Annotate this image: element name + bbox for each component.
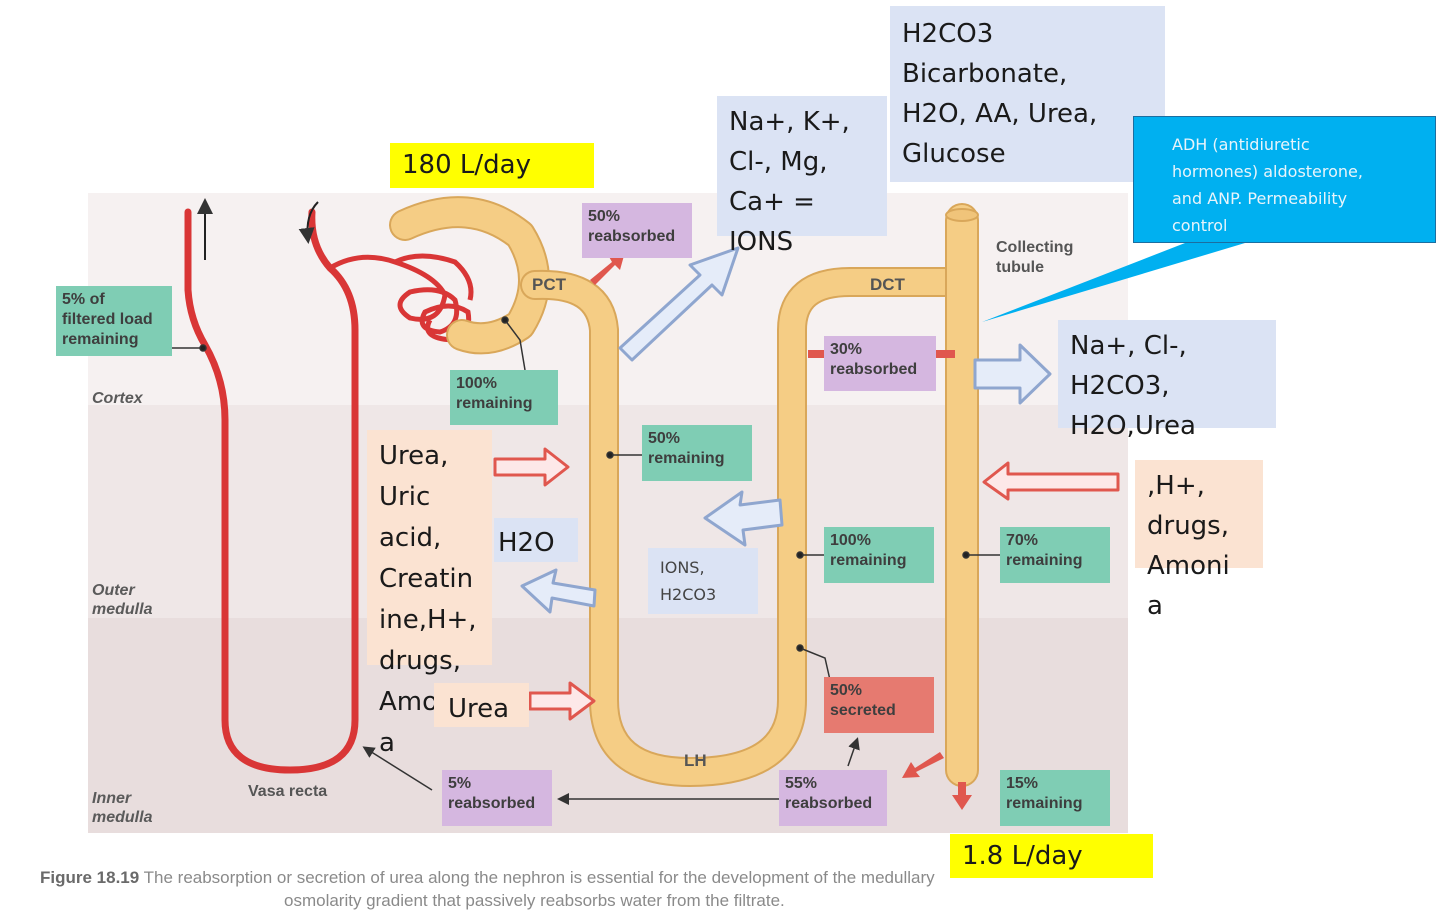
dct-label: DCT xyxy=(870,275,905,294)
tag-pct-reabsorbed: 50% reabsorbed xyxy=(582,203,692,258)
ions-box: Na+, K+, Cl-, Mg, Ca+ = IONS xyxy=(717,96,887,257)
inner-medulla-label: Inner medulla xyxy=(92,790,153,826)
outer-medulla-label: Outer medulla xyxy=(92,582,153,618)
pct-label: PCT xyxy=(532,275,566,294)
desc-out-arrow xyxy=(520,568,597,614)
leader-lines xyxy=(165,316,1000,805)
dct-out-arrow xyxy=(973,343,1052,405)
caption-text-2: osmolarity gradient that passively reabs… xyxy=(284,891,785,910)
urea-label: Urea xyxy=(434,683,529,727)
flow-out-label: 1.8 L/day xyxy=(950,834,1153,878)
tag-desc-remaining: 50% remaining xyxy=(642,425,752,481)
pct-absorbed-box: H2CO3 Bicarbonate, H2O, AA, Urea, Glucos… xyxy=(890,6,1165,182)
tubule xyxy=(389,196,979,787)
tag-pct-remaining: 100% remaining xyxy=(450,370,558,425)
urea-in-arrow-1 xyxy=(493,447,570,487)
vasa-recta-label: Vasa recta xyxy=(248,783,328,800)
pct-secreted-box: Urea, Uric acid, Creatin ine,H+, drugs, … xyxy=(367,430,492,758)
tag-ct-remaining: 70% remaining xyxy=(1000,527,1110,583)
vessel-arrows xyxy=(197,198,319,260)
tag-lh-reabsorbed-5: 5% reabsorbed xyxy=(442,770,552,826)
flow-in-label: 180 L/day xyxy=(390,143,594,188)
caption-text: The reabsorption or secretion of urea al… xyxy=(143,868,935,887)
collecting-tubule-label: Collecting tubule xyxy=(996,239,1074,276)
figure-caption: Figure 18.19 The reabsorption or secreti… xyxy=(40,866,1150,912)
cortex-label: Cortex xyxy=(92,390,143,407)
urea-in-arrow-2 xyxy=(528,681,596,721)
ct-secreted-box: ,H+, drugs, Amoni a xyxy=(1135,460,1263,621)
pct-out-arrow xyxy=(618,246,740,362)
adh-callout-pointer xyxy=(982,243,1245,322)
ct-in-arrow xyxy=(982,461,1120,501)
lh-label: LH xyxy=(684,751,707,770)
tag-final-remaining: 15% remaining xyxy=(1000,770,1110,826)
dct-out-box: Na+, Cl-, H2CO3, H2O,Urea xyxy=(1058,320,1276,441)
h2o-label: H2O xyxy=(494,518,578,562)
tag-asc-remaining: 100% remaining xyxy=(824,527,934,583)
ions-h2co3-label: IONS, H2CO3 xyxy=(648,548,758,614)
tag-dct-reabsorbed: 30% reabsorbed xyxy=(824,336,936,391)
vasa-recta-vessel xyxy=(184,208,359,774)
tag-filtered-load: 5% of filtered load remaining xyxy=(56,286,172,356)
outline-arrows xyxy=(493,246,1120,721)
adh-callout: ADH (antidiuretic hormones) aldosterone,… xyxy=(1133,116,1436,243)
tag-secreted: 50% secreted xyxy=(824,677,934,733)
asc-out-arrow xyxy=(703,490,784,547)
caption-label: Figure 18.19 xyxy=(40,868,140,887)
tag-lh-reabsorbed-55: 55% reabsorbed xyxy=(779,770,887,826)
